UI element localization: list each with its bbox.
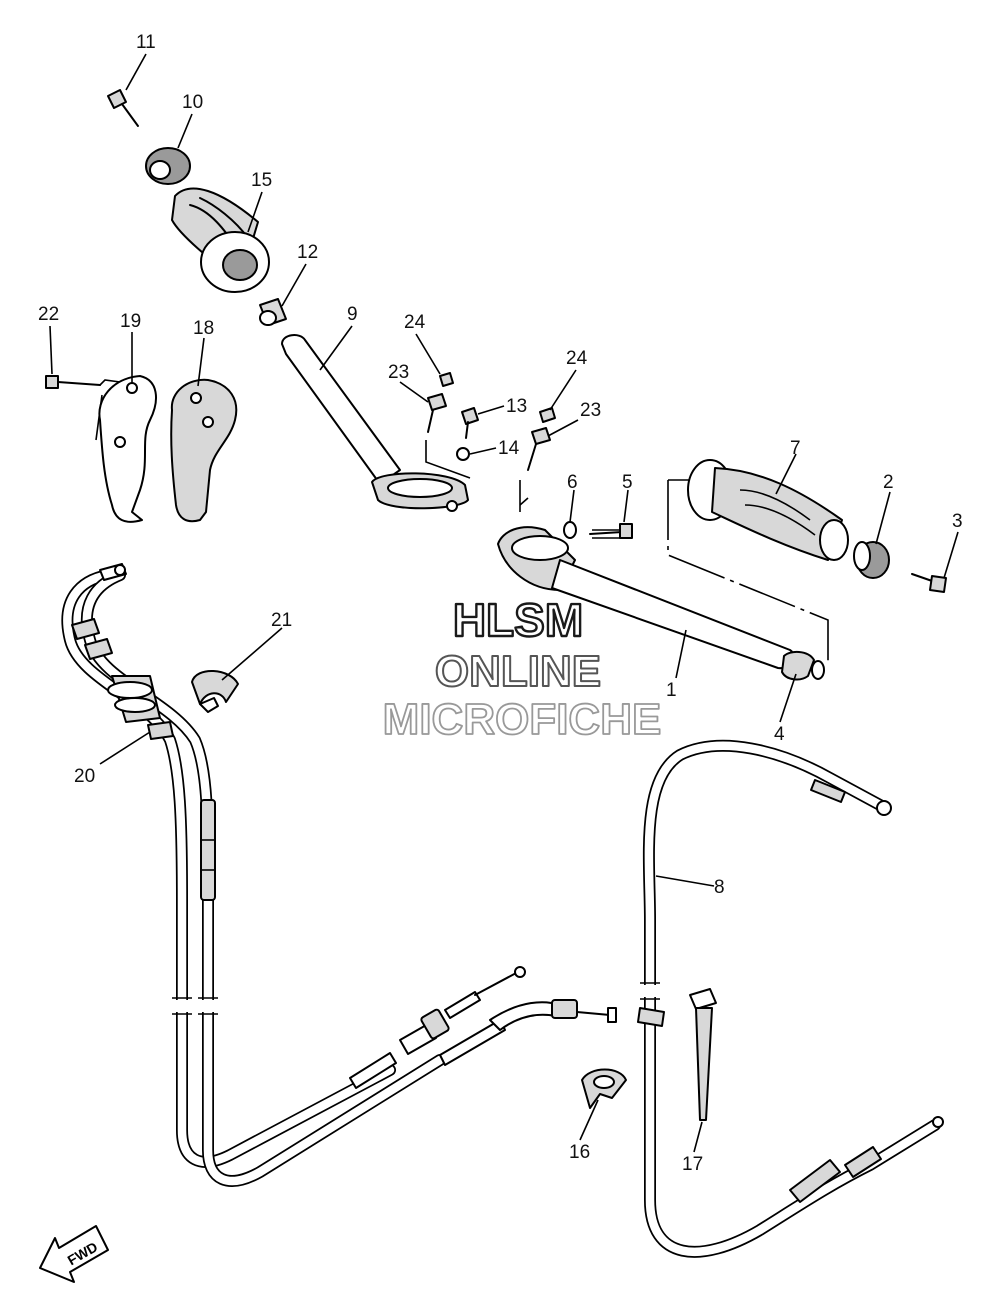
watermark-line-1: HLSM: [453, 594, 583, 646]
callout-20[interactable]: 20: [74, 766, 95, 787]
clutch-cable-part-8[interactable]: [637, 739, 944, 1258]
bolt-part-11[interactable]: [107, 89, 139, 127]
watermark: HLSM ONLINE MICROFICHE: [382, 593, 662, 745]
assembly-guide-lines: [667, 479, 829, 665]
clamp-bolt-part-23-left[interactable]: [427, 393, 447, 433]
callout-8[interactable]: 8: [714, 877, 725, 898]
callout-22[interactable]: 22: [38, 304, 59, 325]
callout-15[interactable]: 15: [251, 170, 272, 191]
leader-lines: [49, 53, 959, 1153]
bolt-part-13[interactable]: [461, 407, 479, 439]
callout-2[interactable]: 2: [883, 472, 894, 493]
cable-clamp-part-21[interactable]: [191, 669, 239, 713]
callout-23-left[interactable]: 23: [388, 362, 409, 383]
cable-clamp-part-16[interactable]: [581, 1068, 627, 1109]
callout-12[interactable]: 12: [297, 242, 318, 263]
watermark-line-3: MICROFICHE: [383, 695, 662, 744]
callout-16[interactable]: 16: [569, 1142, 590, 1163]
callout-6[interactable]: 6: [567, 472, 578, 493]
callout-18[interactable]: 18: [193, 318, 214, 339]
callout-23-right[interactable]: 23: [580, 400, 601, 421]
washer-part-6[interactable]: [563, 521, 577, 539]
right-handlebar-part-1[interactable]: [497, 480, 795, 670]
washer-part-14[interactable]: [456, 447, 470, 461]
watermark-line-2: ONLINE: [435, 647, 601, 696]
clamp-bolt-part-23-right[interactable]: [527, 427, 551, 471]
callout-7[interactable]: 7: [790, 438, 801, 459]
fwd-arrow-icon: FWD: [39, 1225, 109, 1283]
grip-collar-part-12[interactable]: [259, 298, 287, 326]
callout-17[interactable]: 17: [682, 1154, 703, 1175]
callout-10[interactable]: 10: [182, 92, 203, 113]
clamp-nut-part-24-left[interactable]: [439, 372, 454, 387]
collar-part-4[interactable]: [781, 650, 825, 681]
throttle-grip-part-15[interactable]: [171, 187, 270, 293]
grip-end-weight-part-10[interactable]: [145, 147, 191, 185]
callout-labels: 1 2 3 4 5 6 7 8 9 10 11 12 13 14 15 16 1…: [38, 32, 963, 1175]
clamp-nut-part-24-right[interactable]: [539, 407, 556, 423]
callout-13[interactable]: 13: [506, 396, 527, 417]
callout-14[interactable]: 14: [498, 438, 520, 459]
callout-9[interactable]: 9: [347, 304, 358, 325]
cable-tie-part-17[interactable]: [689, 988, 717, 1121]
bolt-part-3[interactable]: [911, 573, 947, 593]
callout-1[interactable]: 1: [666, 680, 677, 701]
callout-4[interactable]: 4: [774, 724, 785, 745]
callout-11[interactable]: 11: [136, 32, 156, 53]
callout-3[interactable]: 3: [952, 511, 963, 532]
callout-24-left[interactable]: 24: [404, 312, 426, 333]
callout-21[interactable]: 21: [271, 610, 292, 631]
left-handlebar-part-9[interactable]: [281, 334, 471, 512]
throttle-cables-part-20[interactable]: [61, 563, 617, 1187]
handlebar-grip-part-7[interactable]: [687, 459, 849, 561]
grip-end-weight-part-2[interactable]: [853, 541, 890, 579]
callout-19[interactable]: 19: [120, 311, 141, 332]
bolt-part-5[interactable]: [589, 523, 633, 539]
callout-5[interactable]: 5: [622, 472, 633, 493]
throttle-housing-part-19[interactable]: [98, 375, 157, 523]
callout-24-right[interactable]: 24: [566, 348, 588, 369]
throttle-housing-part-18[interactable]: [170, 378, 238, 523]
